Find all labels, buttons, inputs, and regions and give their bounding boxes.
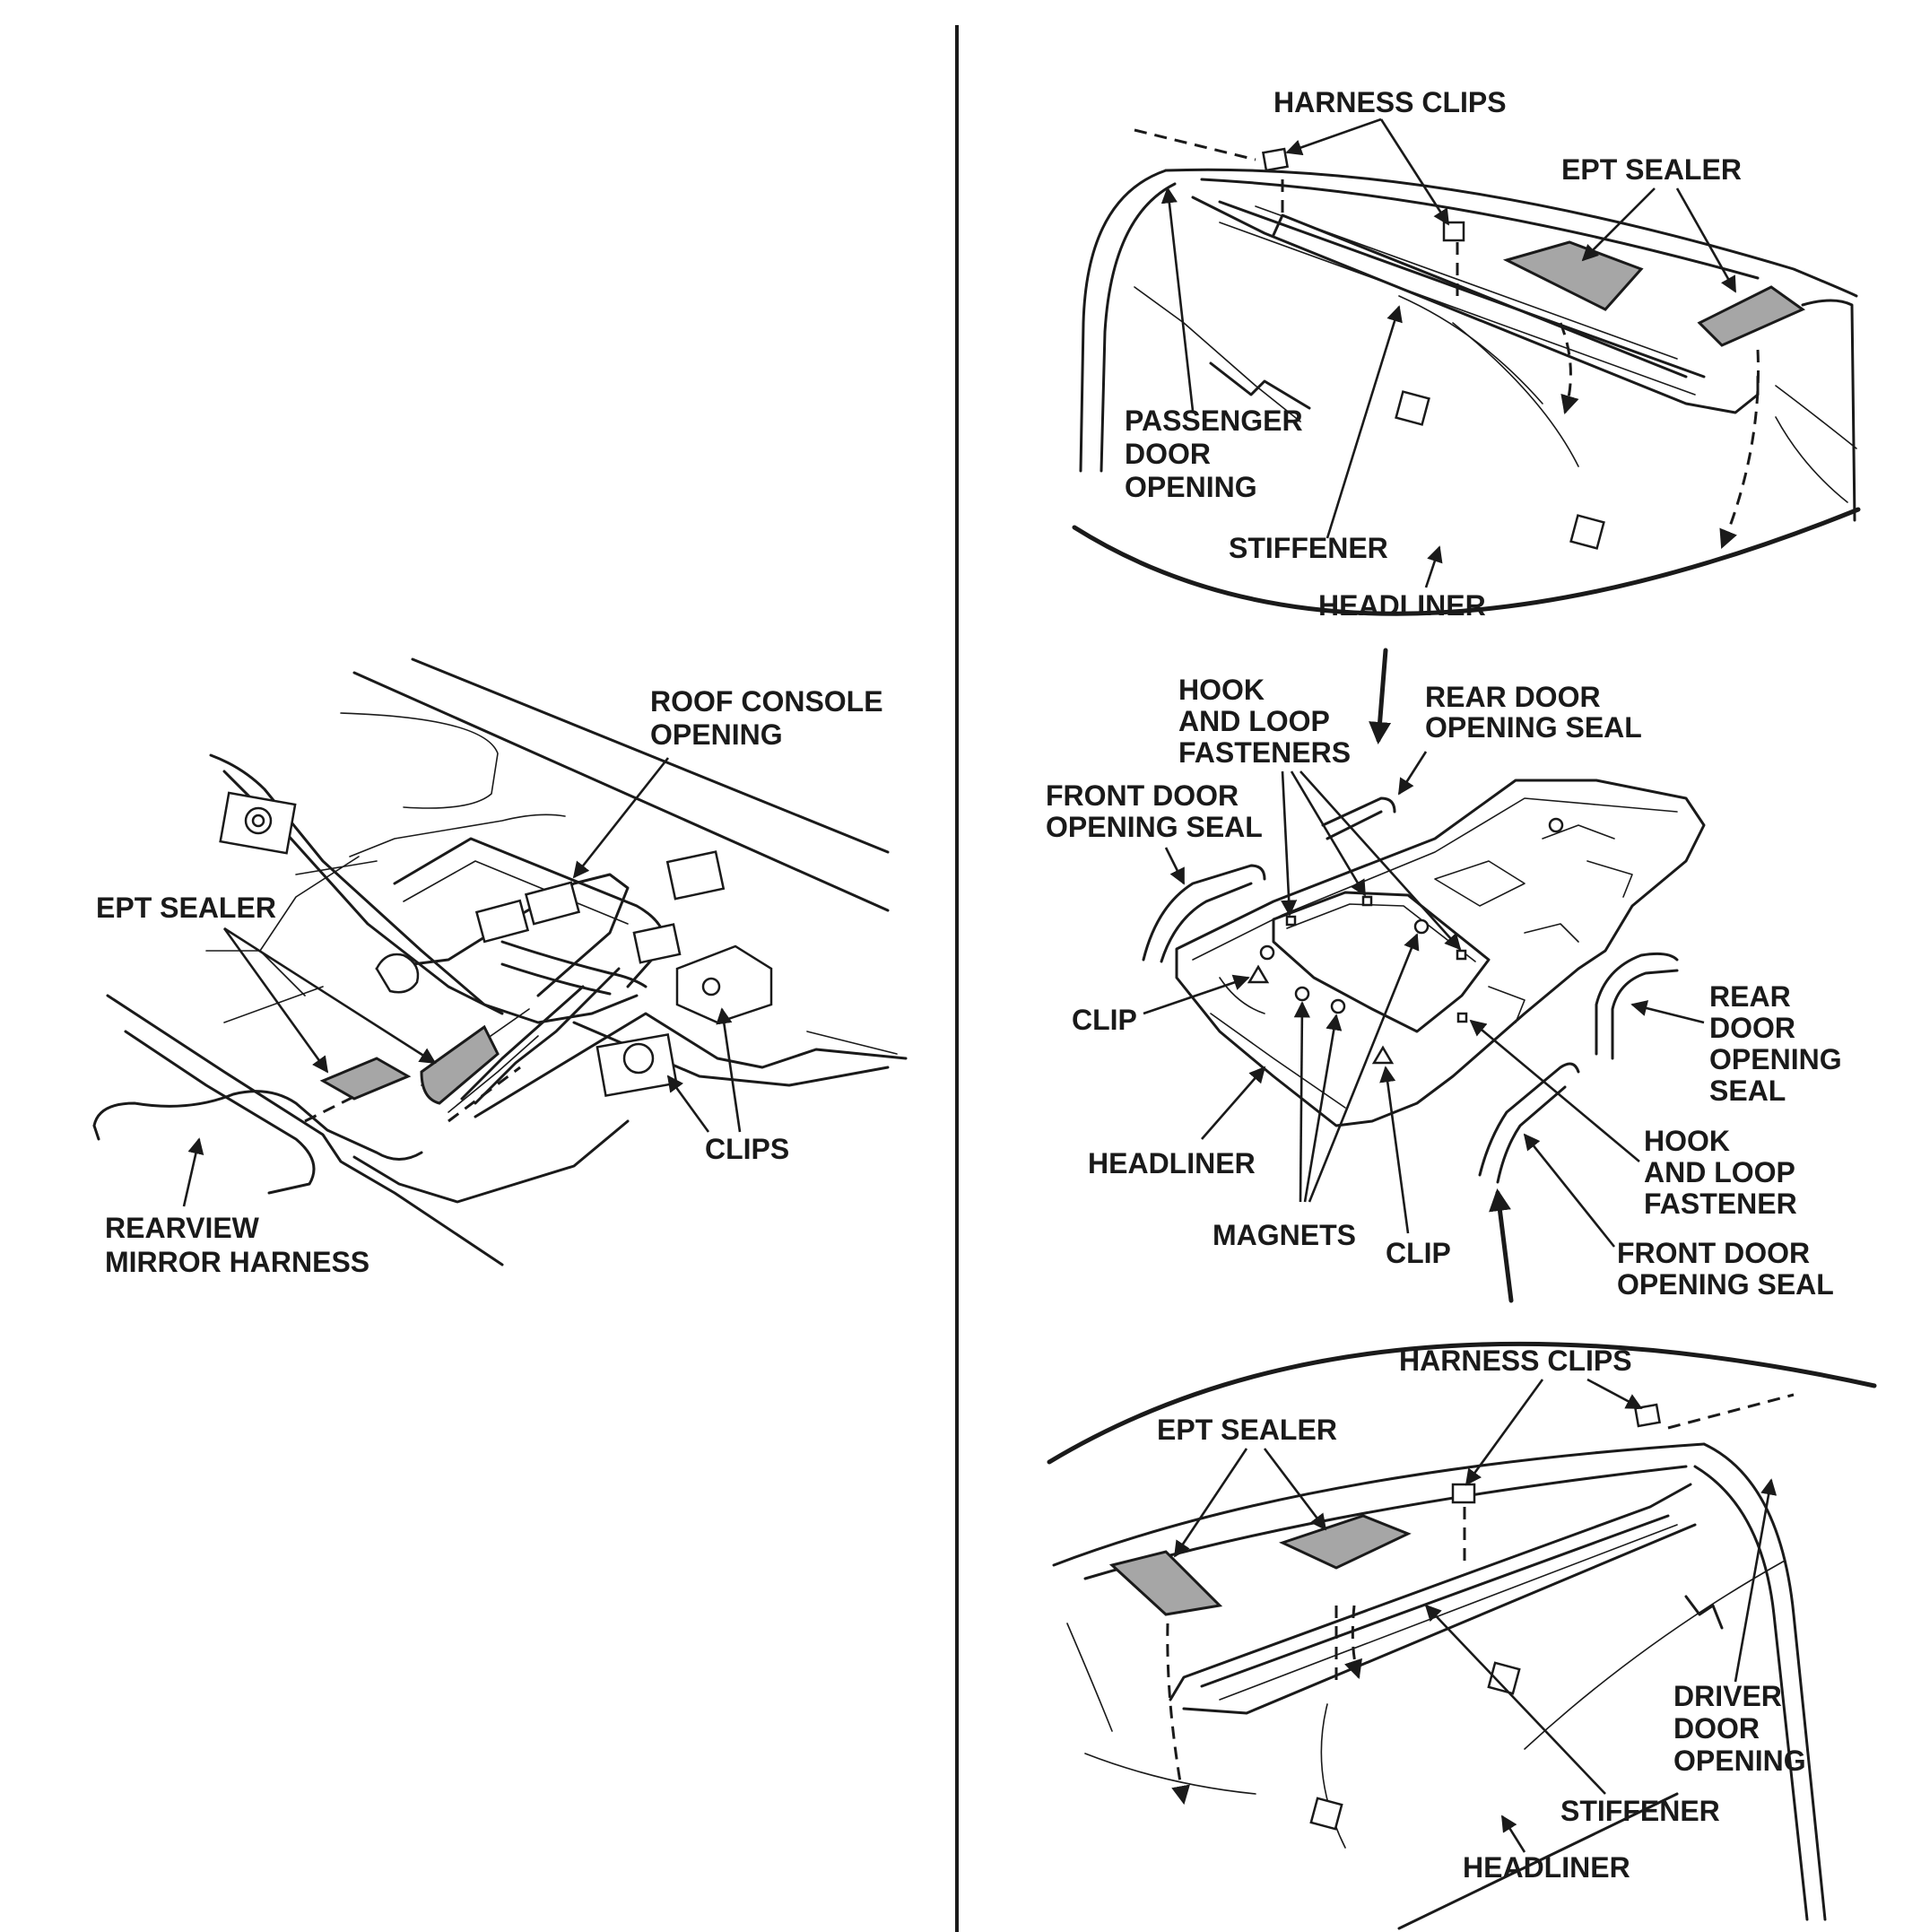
svg-text:REAR: REAR xyxy=(1709,980,1791,1013)
svg-text:REAR DOOR: REAR DOOR xyxy=(1425,681,1601,713)
label-roof-console-opening: ROOF CONSOLE OPENING xyxy=(572,685,883,879)
label-front-door-opening-seal-left: FRONT DOOR OPENING SEAL xyxy=(1046,779,1263,885)
label-rear-door-opening-seal-right: REAR DOOR OPENING SEAL xyxy=(1630,980,1842,1107)
label-middle-headliner: HEADLINER xyxy=(1088,1066,1266,1179)
svg-text:EPT SEALER: EPT SEALER xyxy=(96,892,276,924)
svg-text:MAGNETS: MAGNETS xyxy=(1213,1219,1356,1251)
svg-text:EPT SEALER: EPT SEALER xyxy=(1157,1414,1337,1446)
svg-text:OPENING SEAL: OPENING SEAL xyxy=(1617,1268,1834,1301)
svg-text:OPENING: OPENING xyxy=(1125,471,1257,503)
label-top-stiffener: STIFFENER xyxy=(1229,305,1403,564)
svg-text:HOOK: HOOK xyxy=(1178,674,1265,706)
label-hook-and-loop-fastener: HOOK AND LOOP FASTENER xyxy=(1469,1019,1797,1220)
svg-text:STIFFENER: STIFFENER xyxy=(1560,1795,1720,1827)
label-hook-and-loop-fasteners: HOOK AND LOOP FASTENERS xyxy=(1178,674,1462,951)
svg-text:HEADLINER: HEADLINER xyxy=(1463,1851,1630,1884)
svg-text:HOOK: HOOK xyxy=(1644,1125,1730,1157)
svg-text:EPT SEALER: EPT SEALER xyxy=(1561,153,1742,186)
label-driver-door-opening: DRIVER DOOR OPENING xyxy=(1673,1478,1806,1777)
bottom-ept-sealer-pad-1 xyxy=(1108,1550,1223,1616)
svg-text:DRIVER: DRIVER xyxy=(1673,1680,1782,1712)
svg-text:OPENING SEAL: OPENING SEAL xyxy=(1425,711,1642,744)
svg-text:DOOR: DOOR xyxy=(1709,1012,1795,1044)
label-magnets: MAGNETS xyxy=(1213,933,1420,1251)
svg-text:OPENING: OPENING xyxy=(1709,1043,1842,1075)
top-detail-passenger-side xyxy=(1072,128,1861,616)
svg-text:CLIPS: CLIPS xyxy=(705,1133,789,1165)
label-clip-bottom: CLIP xyxy=(1379,1066,1451,1269)
svg-text:SEAL: SEAL xyxy=(1709,1075,1786,1107)
arrow-bottom-to-middle xyxy=(1489,1188,1514,1303)
left-clip-lower xyxy=(595,1033,678,1097)
top-ept-sealer-pad-2 xyxy=(1697,285,1806,347)
svg-text:OPENING SEAL: OPENING SEAL xyxy=(1046,811,1263,843)
top-ept-sealer-pad-1 xyxy=(1502,240,1644,311)
svg-text:HEADLINER: HEADLINER xyxy=(1088,1147,1256,1179)
label-top-harness-clips: HARNESS CLIPS xyxy=(1273,86,1507,226)
svg-text:CLIP: CLIP xyxy=(1386,1237,1451,1269)
label-front-door-opening-seal-right: FRONT DOOR OPENING SEAL xyxy=(1523,1133,1834,1301)
svg-text:MIRROR HARNESS: MIRROR HARNESS xyxy=(105,1246,369,1278)
label-top-headliner: HEADLINER xyxy=(1318,545,1486,622)
svg-text:OPENING: OPENING xyxy=(650,718,783,751)
svg-text:FRONT DOOR: FRONT DOOR xyxy=(1046,779,1239,812)
svg-text:OPENING: OPENING xyxy=(1673,1745,1806,1777)
svg-text:FRONT DOOR: FRONT DOOR xyxy=(1617,1237,1810,1269)
label-rear-door-opening-seal-top: REAR DOOR OPENING SEAL xyxy=(1397,681,1642,796)
svg-text:HEADLINER: HEADLINER xyxy=(1318,589,1486,622)
svg-text:ROOF CONSOLE: ROOF CONSOLE xyxy=(650,685,883,718)
svg-text:FASTENER: FASTENER xyxy=(1644,1188,1797,1220)
left-ept-sealer-pad-2 xyxy=(420,1024,500,1105)
label-bottom-ept-sealer: EPT SEALER xyxy=(1157,1414,1337,1558)
svg-text:HARNESS CLIPS: HARNESS CLIPS xyxy=(1399,1345,1632,1377)
bottom-detail-driver-side xyxy=(1047,1341,1877,1930)
left-clip-upper xyxy=(219,791,297,855)
label-bottom-harness-clips: HARNESS CLIPS xyxy=(1399,1345,1643,1486)
svg-text:AND LOOP: AND LOOP xyxy=(1644,1156,1795,1188)
label-passenger-door-opening: PASSENGER DOOR OPENING xyxy=(1125,187,1303,503)
left-ept-sealer-pad-1 xyxy=(319,1057,412,1101)
arrow-top-to-middle xyxy=(1369,648,1392,744)
label-bottom-stiffener: STIFFENER xyxy=(1424,1604,1720,1827)
svg-text:CLIP: CLIP xyxy=(1072,1004,1137,1036)
label-rearview-mirror-harness: REARVIEW MIRROR HARNESS xyxy=(105,1137,369,1278)
svg-text:REARVIEW: REARVIEW xyxy=(105,1212,260,1244)
svg-text:DOOR: DOOR xyxy=(1125,438,1211,470)
label-clip-left: CLIP xyxy=(1072,974,1250,1036)
label-left-clips: CLIPS xyxy=(666,1007,789,1165)
left-view-roof-console xyxy=(92,657,908,1266)
svg-text:PASSENGER: PASSENGER xyxy=(1125,405,1303,437)
bottom-ept-sealer-pad-2 xyxy=(1278,1514,1412,1570)
svg-text:DOOR: DOOR xyxy=(1673,1712,1760,1745)
svg-text:HARNESS CLIPS: HARNESS CLIPS xyxy=(1273,86,1507,118)
svg-text:STIFFENER: STIFFENER xyxy=(1229,532,1388,564)
svg-text:FASTENERS: FASTENERS xyxy=(1178,736,1351,769)
label-bottom-headliner: HEADLINER xyxy=(1463,1815,1630,1884)
label-top-ept-sealer: EPT SEALER xyxy=(1561,153,1742,293)
label-left-ept-sealer: EPT SEALER xyxy=(96,892,437,1074)
middle-headliner-view xyxy=(1142,779,1706,1184)
svg-text:AND LOOP: AND LOOP xyxy=(1178,705,1330,737)
